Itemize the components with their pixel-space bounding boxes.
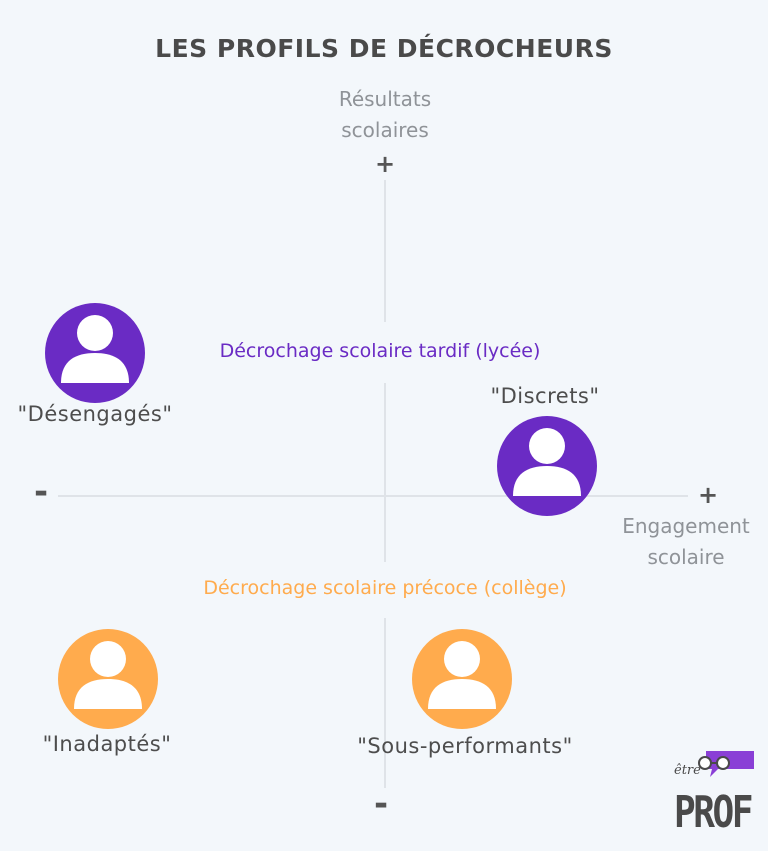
- x-axis-label-line1: Engagement: [622, 514, 750, 538]
- y-axis-label: Résultats scolaires: [305, 84, 465, 146]
- x-axis-label: Engagement scolaire: [606, 511, 766, 573]
- logo-etre-prof: être PROF: [672, 745, 762, 840]
- avatar-discrets: [497, 416, 597, 516]
- y-axis-label-line2: scolaires: [341, 118, 429, 142]
- y-axis-minus: -: [374, 784, 389, 824]
- diagram-title: LES PROFILS DE DÉCROCHEURS: [155, 34, 613, 63]
- person-icon: [497, 416, 597, 516]
- avatar-desengages: [45, 303, 145, 403]
- y-axis-plus: +: [375, 150, 396, 178]
- x-axis-minus: -: [34, 472, 49, 512]
- glasses-icon: [698, 756, 730, 770]
- avatar-sous-performants: [412, 629, 512, 729]
- person-icon: [412, 629, 512, 729]
- avatar-inadaptes: [58, 629, 158, 729]
- label-inadaptes: "Inadaptés": [42, 732, 172, 756]
- category-late-dropout: Décrochage scolaire tardif (lycée): [219, 340, 541, 362]
- person-icon: [58, 629, 158, 729]
- person-icon: [45, 303, 145, 403]
- speech-bubble-icon: [706, 751, 754, 777]
- label-discrets: "Discrets": [490, 384, 600, 408]
- logo-prof-text: PROF: [674, 787, 754, 838]
- x-axis-label-line2: scolaire: [647, 545, 725, 569]
- logo-etre-text: être: [674, 763, 701, 778]
- y-axis-label-line1: Résultats: [338, 87, 432, 111]
- label-desengages: "Désengagés": [17, 402, 173, 426]
- label-sous-performants: "Sous-performants": [357, 734, 573, 758]
- x-axis-plus: +: [698, 481, 719, 509]
- category-early-dropout: Décrochage scolaire précoce (collège): [203, 577, 567, 599]
